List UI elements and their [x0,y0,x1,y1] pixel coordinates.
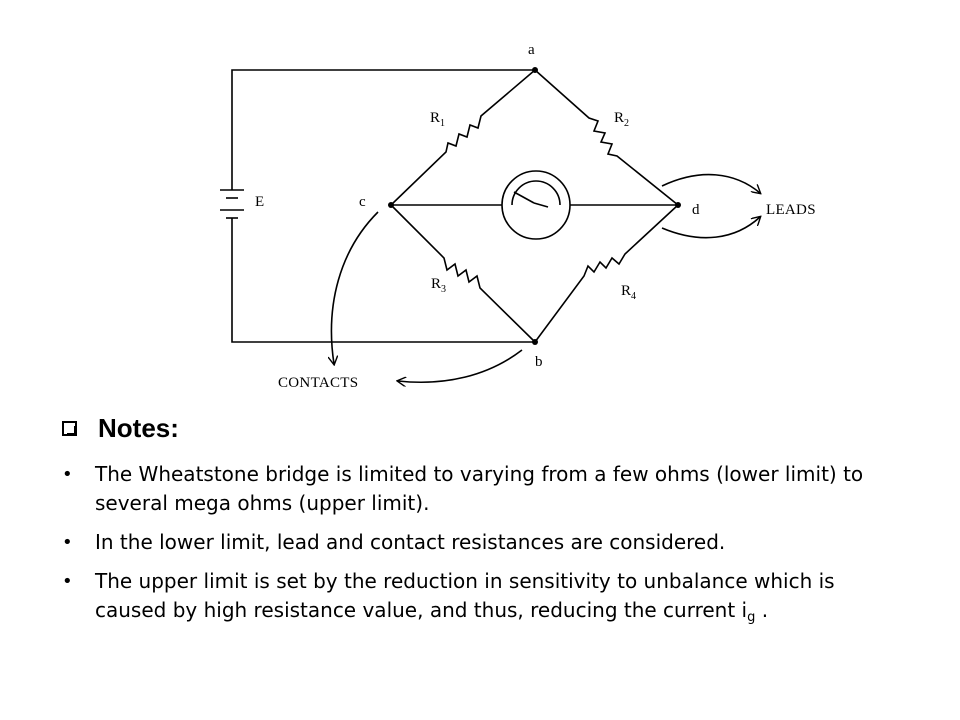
bullet-icon: • [62,571,73,592]
node-d-label: d [692,202,700,218]
note-text-3: The upper limit is set by the reduction … [95,569,835,622]
notes-heading: Notes: [62,413,179,444]
node-c-label: c [359,194,366,210]
arm-r1 [390,69,536,206]
battery-symbol [220,189,244,219]
node-c-dot [388,202,394,208]
leads-label: LEADS [766,202,816,218]
node-d-dot [675,202,681,208]
bullet-icon: • [62,532,73,553]
leads-arrows [661,173,760,239]
node-a-label: a [528,42,535,58]
node-b-label: b [535,354,543,370]
note-item-3: • The upper limit is set by the reductio… [60,567,910,632]
outer-circuit-wire [231,69,535,343]
contacts-arrows [331,211,523,382]
arm-r3 [390,204,536,343]
note-item-1: • The Wheatstone bridge is limited to va… [60,460,910,518]
source-label: E [255,194,264,210]
arm-r2 [534,69,679,206]
note-text-2: In the lower limit, lead and contact res… [95,530,726,554]
resistor-label-r3: R3 [431,276,446,295]
note-item-2: • In the lower limit, lead and contact r… [60,528,910,557]
resistor-label-r2: R2 [614,110,629,129]
checkbox-bullet-icon [62,421,77,436]
resistor-label-r1: R1 [430,110,445,129]
arm-r4 [534,204,679,343]
notes-title: Notes: [98,413,179,443]
note-text-3-end: . [755,598,769,622]
contacts-label: CONTACTS [278,375,358,391]
notes-list: • The Wheatstone bridge is limited to va… [60,460,910,642]
resistor-label-r4: R4 [621,283,636,302]
bullet-icon: • [62,464,73,485]
wheatstone-bridge-diagram: E a b c d R1 R2 R3 R4 LEADS CON [220,42,816,391]
node-b-dot [532,339,538,345]
galvanometer [391,170,678,240]
current-subscript: g [747,610,756,625]
node-a-dot [532,67,538,73]
note-text-1: The Wheatstone bridge is limited to vary… [95,462,864,515]
